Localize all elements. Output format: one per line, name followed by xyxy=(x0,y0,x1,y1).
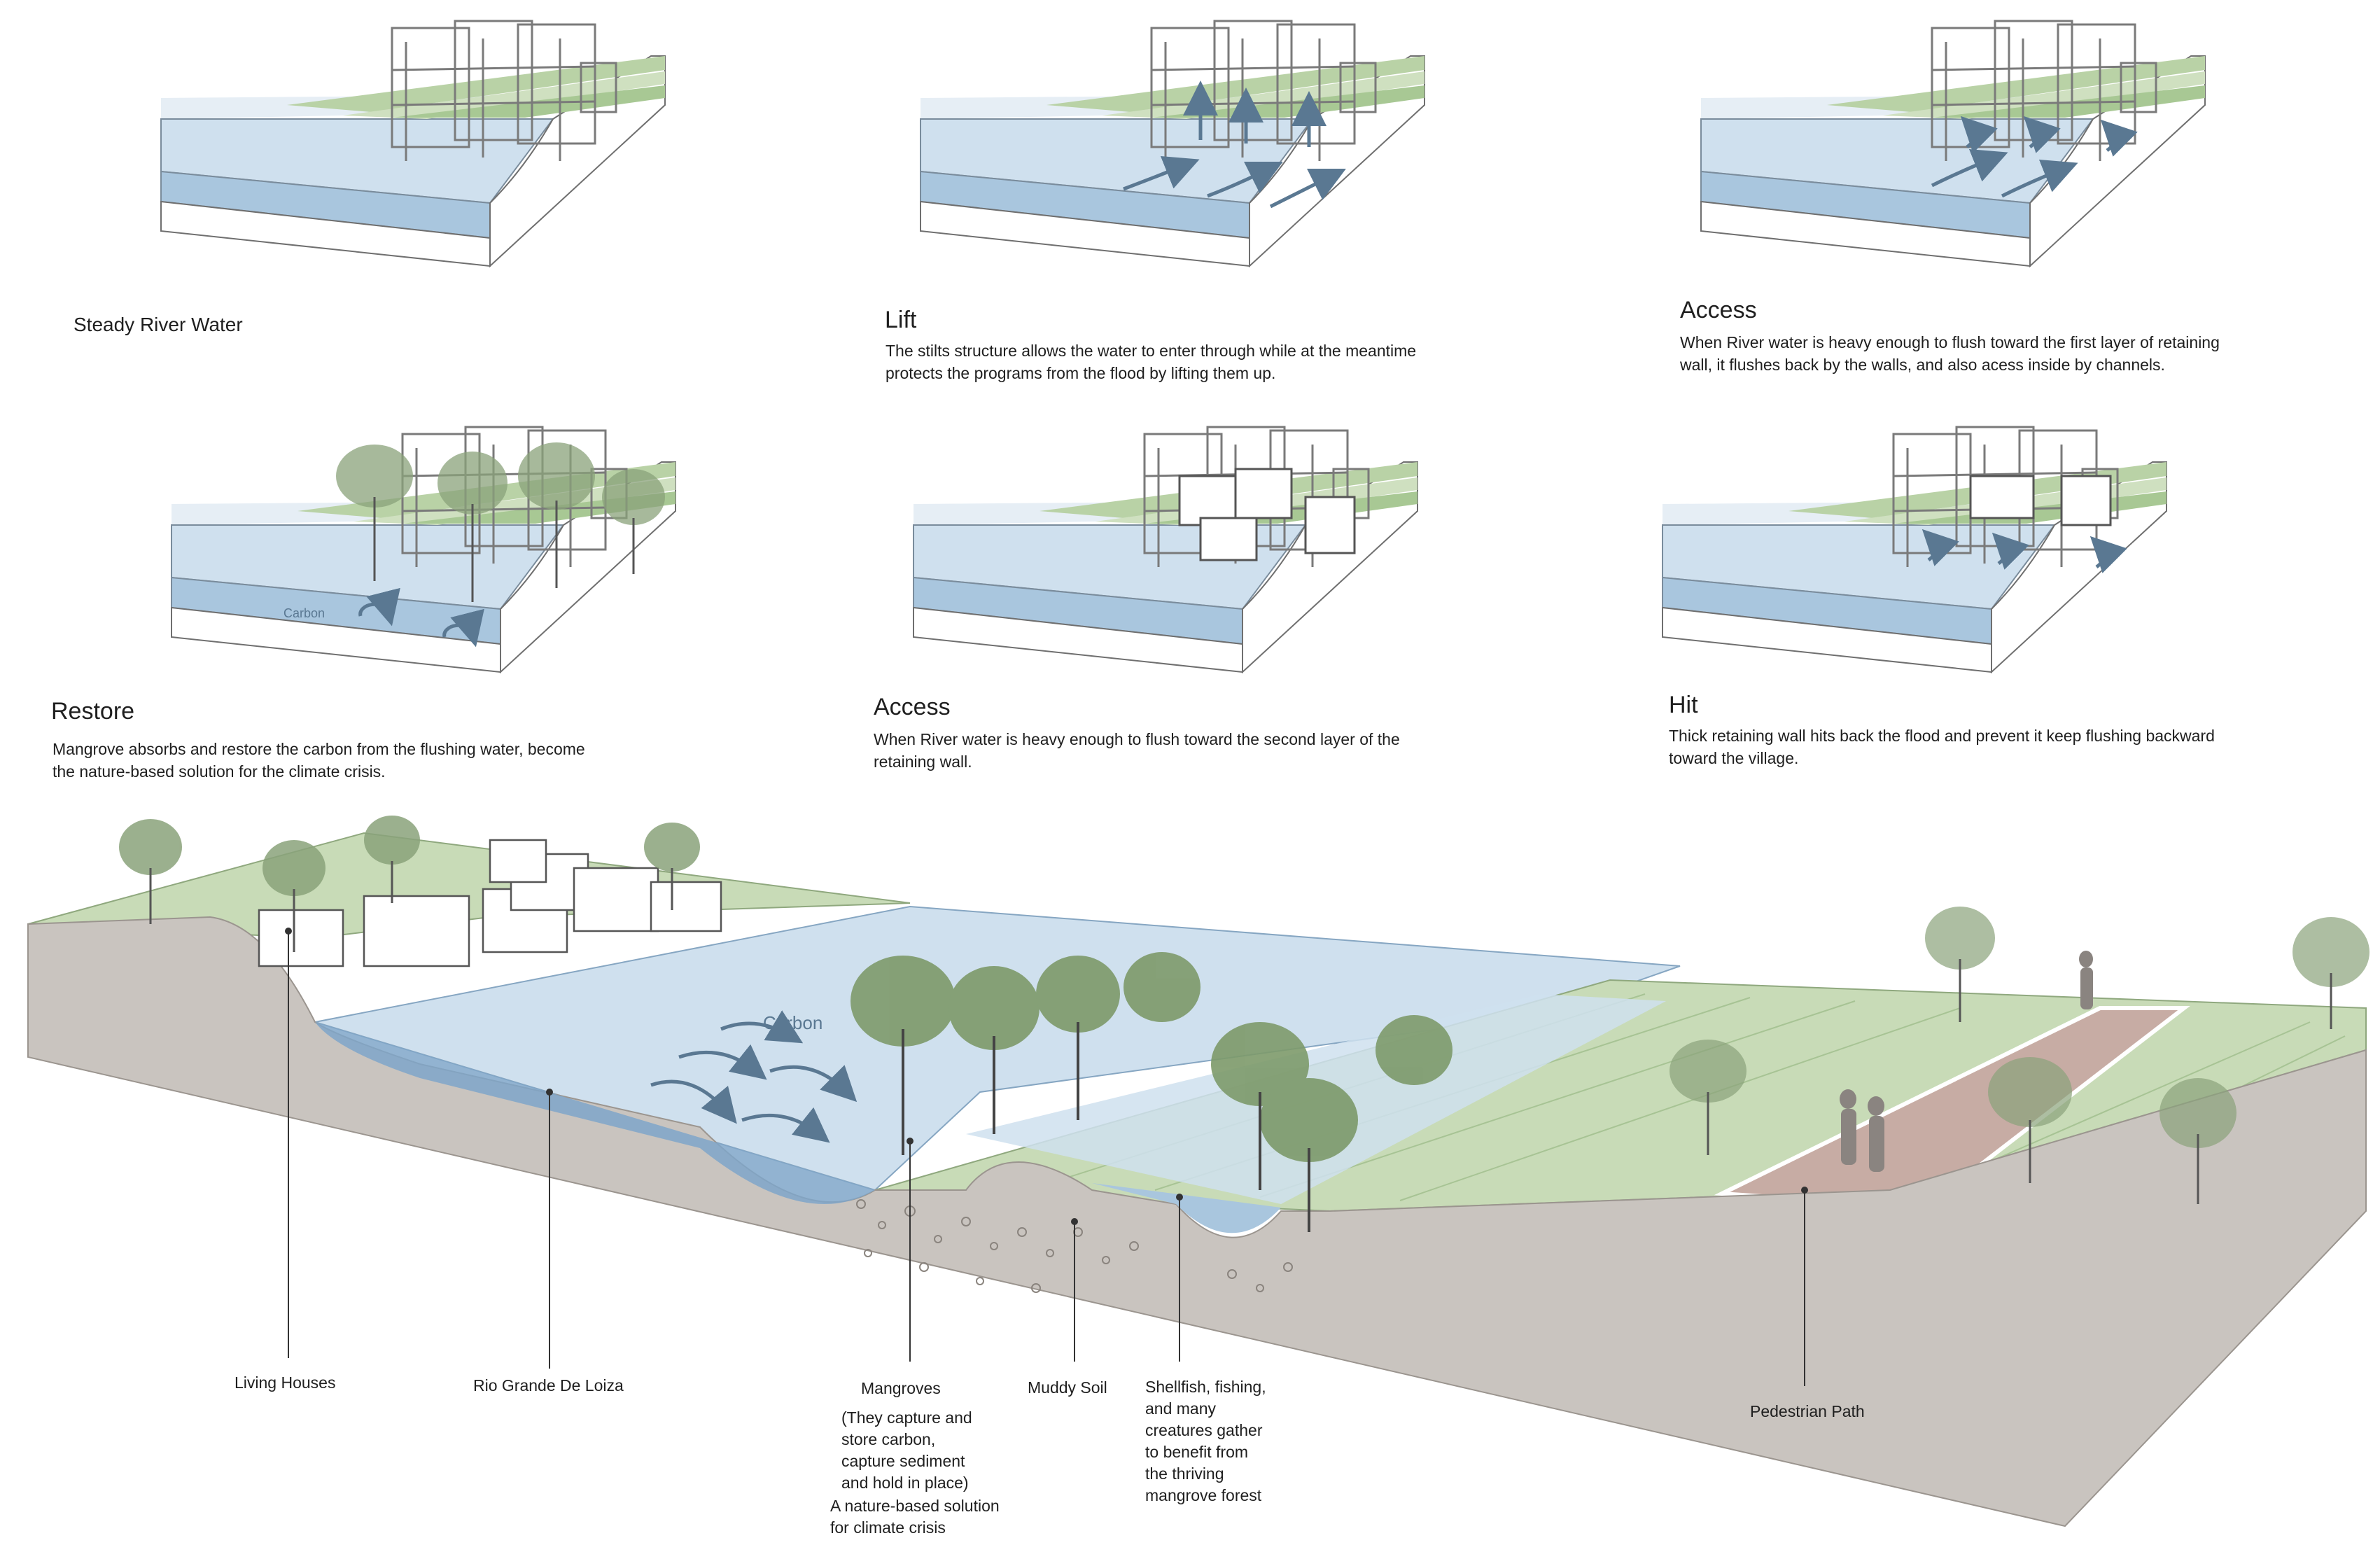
label-mangroves-note: (They capture and store carbon, capture … xyxy=(841,1408,972,1492)
panel-restore-title: Restore xyxy=(51,698,135,725)
trees-left-bank xyxy=(119,816,700,952)
panel-access1-title: Access xyxy=(1680,297,1757,323)
panel-lift-drawing xyxy=(920,20,1425,267)
panel-access2-desc: When River water is heavy enough to flus… xyxy=(874,730,1400,771)
label-living-houses: Living Houses xyxy=(234,1373,336,1392)
label-mangroves: Mangroves xyxy=(861,1379,941,1397)
panel-steady-drawing xyxy=(160,20,666,267)
panel-hit-title: Hit xyxy=(1669,692,1698,718)
leader-lines xyxy=(285,928,1808,1386)
panel-access1-drawing xyxy=(1700,20,2206,267)
panel-access2-title: Access xyxy=(874,694,951,720)
section-carbon-label: Carbon xyxy=(763,1012,822,1033)
panel-access2-drawing xyxy=(913,426,1418,673)
panel-lift-title: Lift xyxy=(885,307,917,333)
panel-hit-desc: Thick retaining wall hits back the flood… xyxy=(1669,727,2215,767)
restore-carbon-label: Carbon xyxy=(284,606,325,620)
panel-restore-desc: Mangrove absorbs and restore the carbon … xyxy=(52,740,585,781)
label-rio-grande: Rio Grande De Loiza xyxy=(473,1376,624,1394)
label-pedestrian-path: Pedestrian Path xyxy=(1750,1402,1865,1420)
panel-lift-desc: The stilts structure allows the water to… xyxy=(886,342,1417,382)
river-water-section xyxy=(315,1022,875,1204)
pedestrians xyxy=(1840,951,2093,1172)
living-houses-blocks xyxy=(258,839,722,967)
section-diagram: Carbon xyxy=(27,816,2370,1527)
panel-restore-drawing: Carbon xyxy=(171,426,676,673)
panel-steady-title: Steady River Water xyxy=(74,314,243,335)
label-mangroves-solution: A nature-based solution for climate cris… xyxy=(830,1497,1000,1537)
label-shellfish: Shellfish, fishing, and many creatures g… xyxy=(1145,1378,1266,1504)
label-muddy-soil: Muddy Soil xyxy=(1028,1378,1107,1397)
channel-water xyxy=(1092,1183,1281,1233)
soil-pebbles xyxy=(856,1199,1293,1293)
panel-hit-drawing xyxy=(1662,426,2167,673)
panel-access1-desc: When River water is heavy enough to flus… xyxy=(1680,333,2220,374)
trees-right-bank xyxy=(1670,907,2370,1204)
mangrove-trees xyxy=(850,952,1452,1232)
